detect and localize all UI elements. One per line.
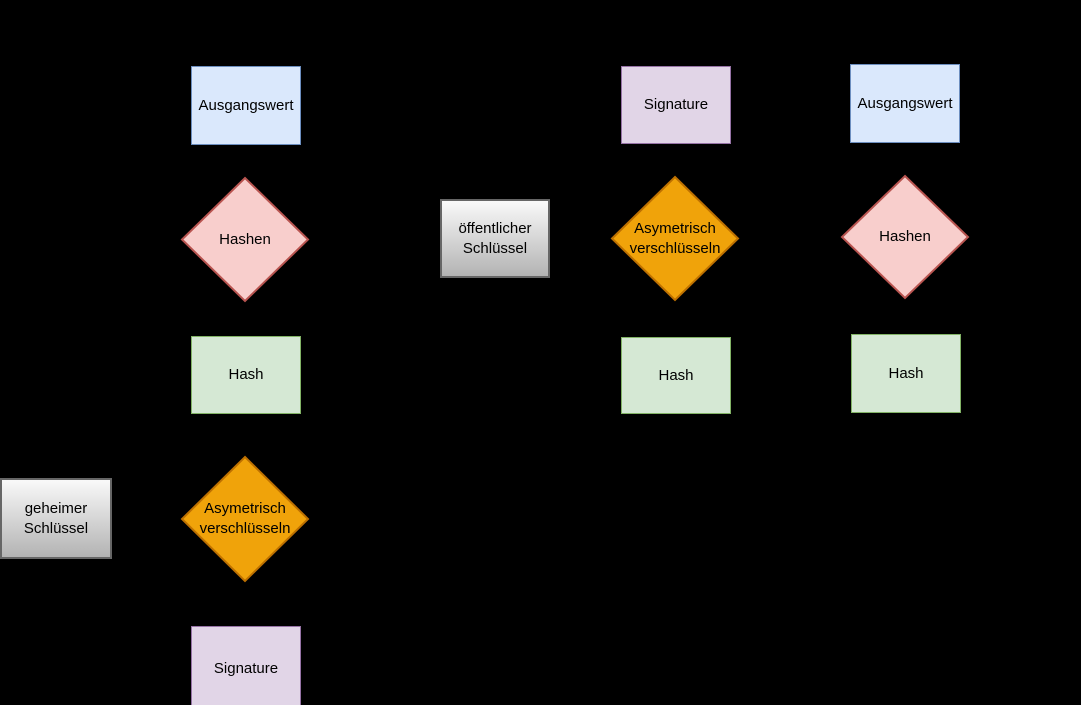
node-hashen-left: Hashen <box>180 176 310 303</box>
node-label: Hashen <box>879 228 931 245</box>
node-label: Asymetrisch verschlüsseln <box>199 500 291 537</box>
node-ausgangswert-left: Ausgangswert <box>191 66 301 145</box>
diamond-shape <box>840 174 970 300</box>
node-geheimer-schluessel: geheimer Schlüssel <box>0 478 112 559</box>
node-signature-left: Signature <box>191 626 301 705</box>
node-label: Asymetrisch verschlüsseln <box>629 219 721 257</box>
node-hash-right: Hash <box>851 334 961 413</box>
diamond-shape <box>180 455 310 583</box>
node-hash-left: Hash <box>191 336 301 414</box>
node-hash-mid: Hash <box>621 337 731 414</box>
node-label: Hashen <box>219 230 271 248</box>
node-asym-verschluesseln-mid: Asymetrisch verschlüsseln <box>610 175 740 302</box>
node-asym-verschluesseln-left: Asymetrisch verschlüsseln <box>180 455 310 583</box>
diamond-shape <box>180 176 310 303</box>
node-hashen-right: Hashen <box>840 174 970 300</box>
node-signature-mid: Signature <box>621 66 731 144</box>
node-oeffentlicher-schluessel: öffentlicher Schlüssel <box>440 199 550 278</box>
node-ausgangswert-right: Ausgangswert <box>850 64 960 143</box>
diamond-shape <box>610 175 740 302</box>
